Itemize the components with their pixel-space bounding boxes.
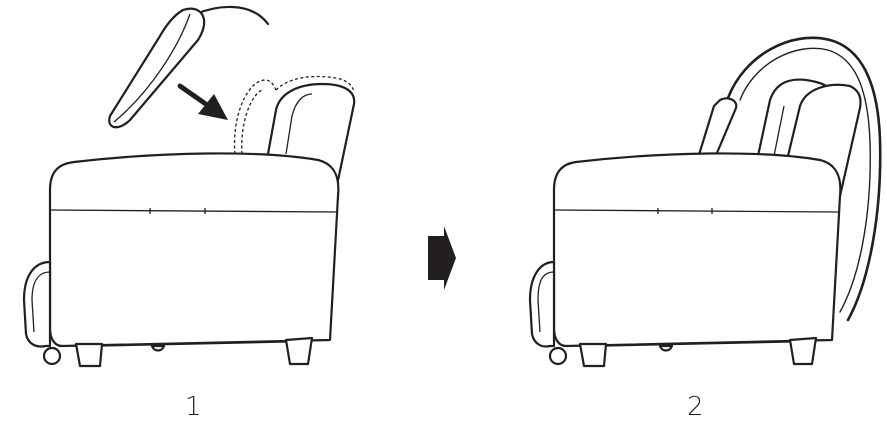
backrest-cover [108,5,270,129]
chair-body [48,152,340,348]
chair-feet [42,336,314,368]
installed-cover [726,36,882,322]
step-1-illustration [22,5,356,368]
step-label-1: 1 [185,392,202,422]
chair-body-2 [552,152,842,348]
step-label-2: 2 [687,392,704,422]
step-2-illustration [528,36,882,368]
leg-support [22,260,52,348]
chair-feet-2 [548,336,818,368]
leg-support-2 [528,260,556,348]
insert-arrow [177,83,228,120]
next-step-arrow [428,226,456,290]
ghost-backrest [233,75,355,155]
